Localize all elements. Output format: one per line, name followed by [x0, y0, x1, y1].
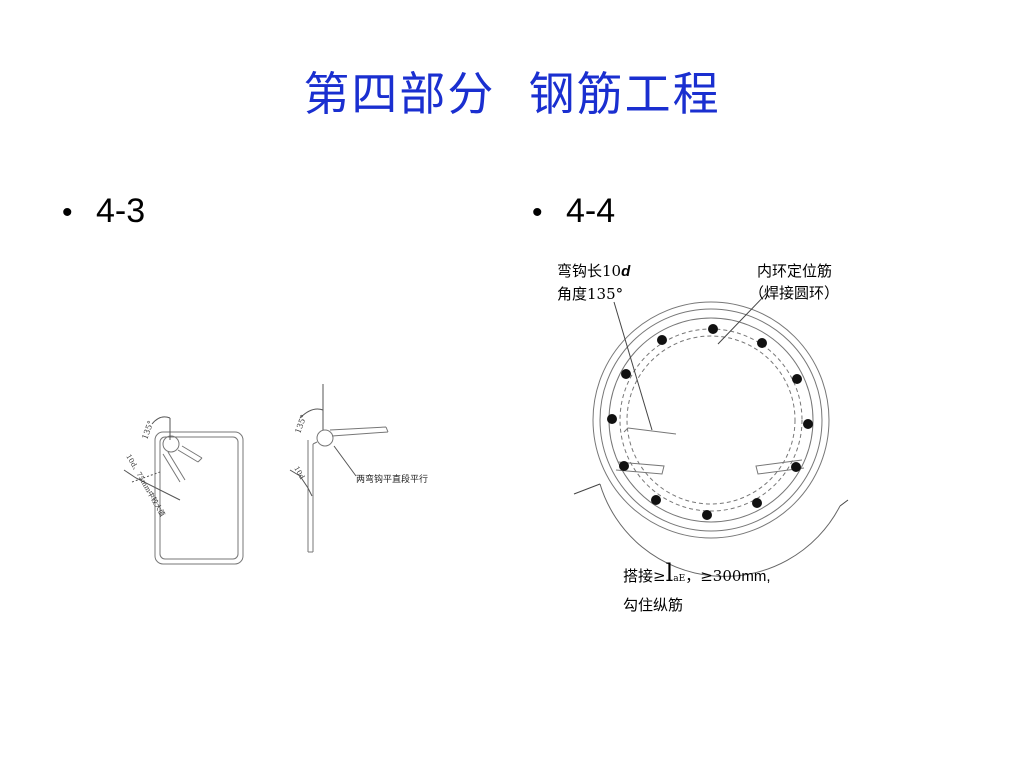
hook-bend-circle [162, 435, 180, 453]
lap-hook-left [615, 461, 665, 475]
ring-note: 内环定位筋 （焊接圆环） [749, 260, 839, 304]
slide-title: 第四部分 钢筋工程 [303, 67, 721, 121]
bullet-4-4: • 4-4 [532, 188, 615, 234]
bullet-label: 4-4 [566, 192, 616, 230]
stirrup-parallel-hooks [289, 384, 389, 553]
hook-length-var: d [621, 263, 631, 280]
leader-lines [573, 291, 849, 507]
bullet-label: 4-3 [96, 192, 146, 230]
ring-label: 内环定位筋 [757, 262, 833, 280]
angle-label-mid: 135° [293, 413, 308, 434]
bullet-marker: • [62, 196, 73, 229]
bullet-marker: • [532, 196, 543, 229]
hook-angle-text: 角度135° [557, 285, 624, 303]
lap-prefix: 搭接≥ [623, 567, 666, 585]
lap-line2: 勾住纵筋 [623, 596, 684, 614]
longitudinal-bars [607, 324, 813, 520]
hook-bend-circle [316, 429, 334, 447]
hook-length-text: 弯钩长10 [557, 262, 622, 280]
parallel-note: 两弯钩平直段平行 [356, 473, 428, 485]
inner-hook [623, 427, 677, 435]
angle-label-left: 135° [140, 419, 155, 440]
lap-symbol: l [665, 559, 674, 587]
lap-suffix: ，≥300 [685, 567, 742, 585]
lap-sub: aE [673, 574, 686, 584]
hook-note: 弯钩长10d 角度135° [557, 260, 630, 305]
lap-note: 搭接≥laE，≥300mm, 勾住纵筋 [623, 560, 771, 618]
stirrup-with-hook-left [123, 416, 244, 565]
lap-hook-right [755, 459, 805, 475]
circular-section [592, 301, 841, 577]
lap-arc [599, 483, 841, 577]
ring-sublabel: （焊接圆环） [749, 284, 840, 302]
lap-unit: mm, [741, 568, 771, 585]
bullet-4-3: • 4-3 [62, 188, 145, 234]
length-label-left: 10d、75mm中较大值 [124, 453, 167, 519]
